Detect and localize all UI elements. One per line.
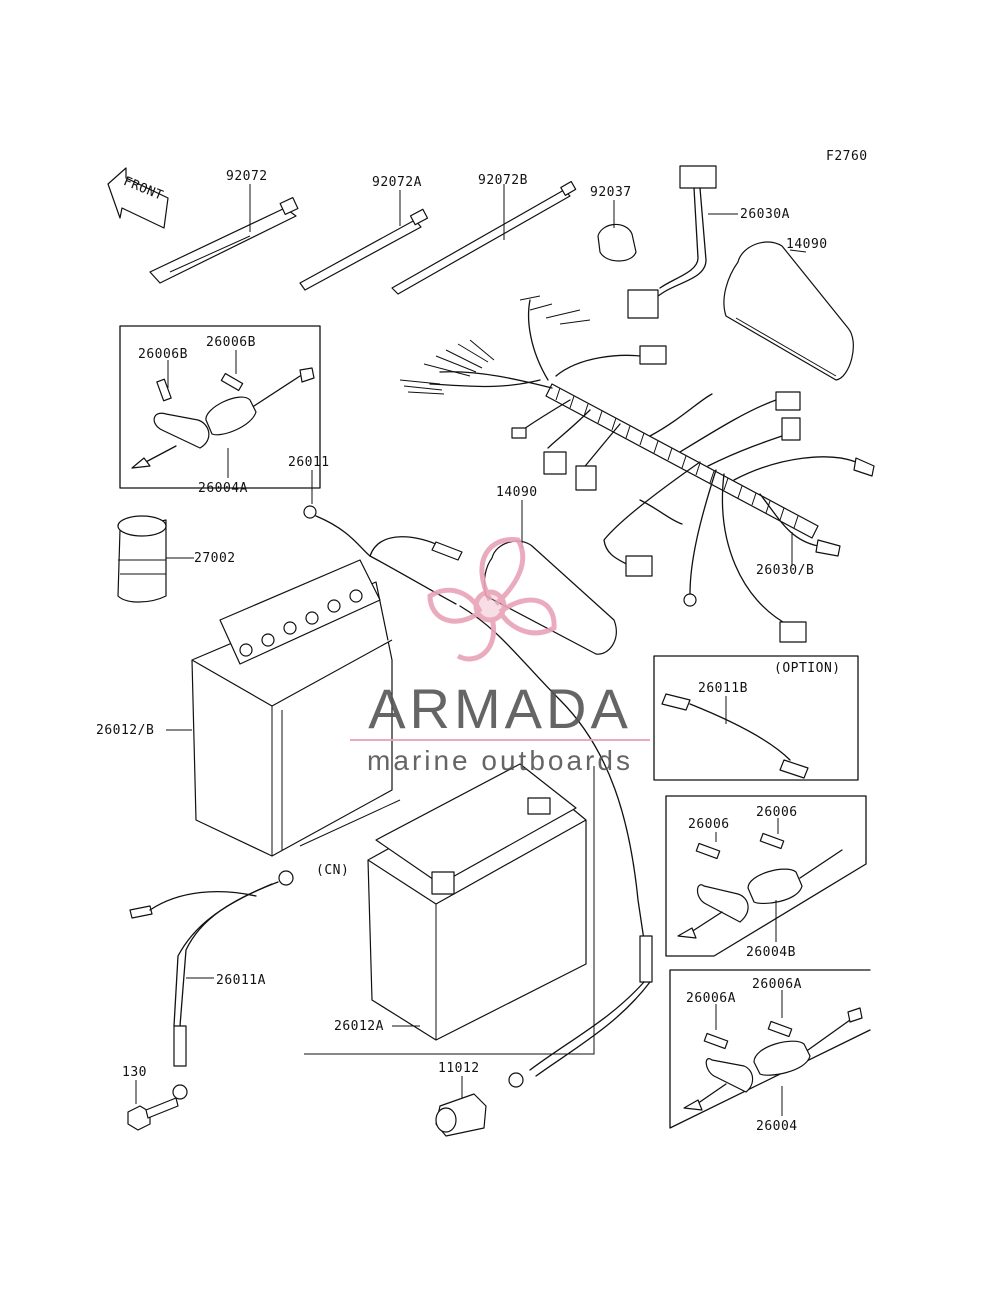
figure-code: F2760 — [826, 149, 868, 164]
label-26004a: 26004A — [198, 481, 248, 496]
label-26011a: 26011A — [216, 973, 266, 988]
bolt-130: 130 — [122, 1065, 179, 1131]
cable-tie-92072b: 92072B — [391, 173, 577, 295]
fuse-box-26004b: 26006 26006 26004B — [665, 795, 867, 960]
label-92072a: 92072A — [372, 175, 422, 190]
main-harness-26030b: 26030/B — [399, 295, 875, 643]
label-92072b: 92072B — [478, 173, 528, 188]
label-26011b: 26011B — [698, 681, 748, 696]
battery-lead-end — [508, 935, 653, 1088]
label-14090-top: 14090 — [786, 237, 828, 252]
label-26004: 26004 — [756, 1119, 798, 1134]
label-11012: 11012 — [438, 1061, 480, 1076]
cn-variant-frame: (CN) — [299, 766, 595, 1055]
cable-tie-92072: 92072 — [149, 169, 299, 284]
label-27002: 27002 — [194, 551, 236, 566]
label-130: 130 — [122, 1065, 147, 1080]
cover-14090-mid: 14090 — [483, 485, 617, 655]
battery-26012b: 26012/B — [96, 559, 393, 857]
battery-lead-26011: 26011 — [288, 455, 645, 941]
label-26030a: 26030A — [740, 207, 790, 222]
label-14090-mid: 14090 — [496, 485, 538, 500]
propeller-icon — [427, 537, 557, 662]
cable-tie-92072a: 92072A — [299, 175, 429, 291]
clamp-92037: 92037 — [590, 185, 637, 262]
armada-watermark-logo: ARMADA marine outboards — [350, 537, 650, 776]
label-cn: (CN) — [316, 863, 349, 878]
label-26011: 26011 — [288, 455, 330, 470]
option-box-26011b: (OPTION) 26011B — [653, 655, 859, 781]
battery-26012a: 26012A — [334, 763, 587, 1041]
fuse-box-26004: 26006A 26006A 26004 — [669, 969, 871, 1134]
cover-14090-top: 14090 — [723, 237, 854, 381]
label-26004b: 26004B — [746, 945, 796, 960]
label-92037: 92037 — [590, 185, 632, 200]
sub-harness-26030a: 26030A — [627, 165, 790, 319]
label-26006a-b: 26006A — [752, 977, 802, 992]
label-26006b-b: 26006B — [206, 335, 256, 350]
watermark-tagline: marine outboards — [367, 745, 633, 776]
front-arrow-icon: FRONT — [107, 167, 169, 229]
label-26006b-a: 26006B — [138, 347, 188, 362]
label-26012b: 26012/B — [96, 723, 154, 738]
fuse-box-26004a: 26006B 26006B 26004A — [119, 325, 321, 496]
label-option: (OPTION) — [774, 661, 841, 676]
watermark-brand: ARMADA — [368, 677, 632, 740]
label-92072: 92072 — [226, 169, 268, 184]
label-26006-b: 26006 — [756, 805, 798, 820]
relay-27002: 27002 — [117, 515, 236, 603]
label-26030b: 26030/B — [756, 563, 814, 578]
label-26006a-a: 26006A — [686, 991, 736, 1006]
label-26006-a: 26006 — [688, 817, 730, 832]
lead-26011a: 26011A — [129, 870, 294, 1100]
cap-11012: 11012 — [435, 1061, 487, 1137]
label-26012a: 26012A — [334, 1019, 384, 1034]
